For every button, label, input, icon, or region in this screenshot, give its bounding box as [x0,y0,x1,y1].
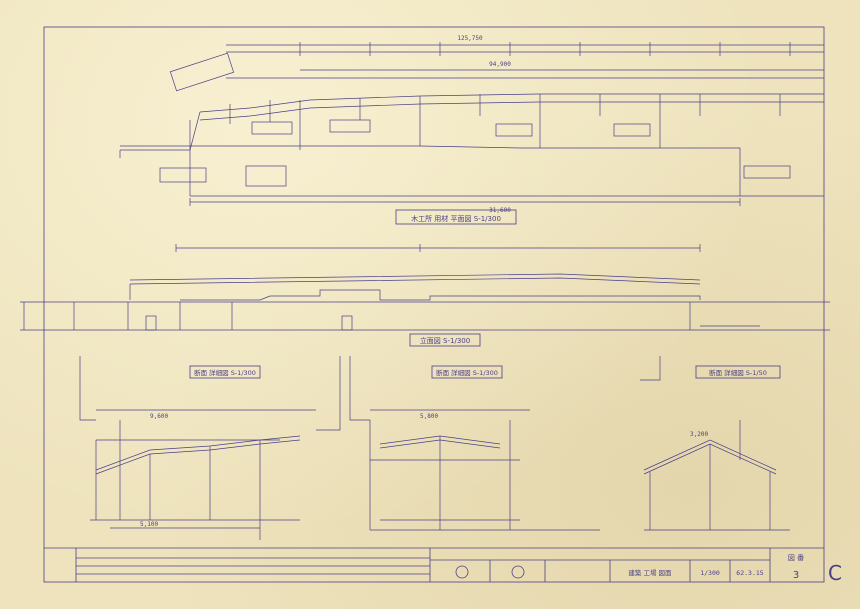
title-block [44,547,824,582]
elevation-title-frame [409,333,481,347]
section3-title: 断面 詳細図 S-1/50 [709,368,767,377]
plan-bottom-dimension: 31,600 [489,207,511,214]
elevation-view [20,244,830,331]
sheet-number: 3 [793,570,799,581]
section3-title-frame [695,365,781,379]
section2-title: 断面 詳細図 S-1/300 [436,368,498,377]
section-detail-1 [79,356,341,540]
plan-second-dimension: 94,900 [489,61,511,68]
drawing-border [43,26,825,583]
elevation-title: 立面図 S-1/300 [420,336,470,345]
title-block-scale: 1/300 [700,569,720,577]
section1-title: 断面 詳細図 S-1/300 [194,368,256,377]
section1-dim-5100: 5,100 [140,521,158,528]
section2-title-frame [431,365,503,379]
section2-dim-5800: 5,800 [420,413,438,420]
sheet-label: 図 番 [788,554,804,562]
floor-plan [119,42,824,206]
plan-top-dimension: 125,750 [457,35,483,42]
title-block-date: 62.3.15 [736,569,763,577]
section1-title-frame [189,365,261,379]
plan-title: 木工所 用材 平面図 S-1/300 [411,214,501,223]
plan-title-frame [395,209,517,225]
section-detail-2 [349,356,661,531]
section3-dim-3200: 3,200 [690,431,708,438]
section1-dim-9600: 9,600 [150,413,168,420]
title-block-name: 建築 工場 図面 [628,568,672,577]
revision-letter: C [828,561,842,585]
section-detail-3 [643,420,790,531]
